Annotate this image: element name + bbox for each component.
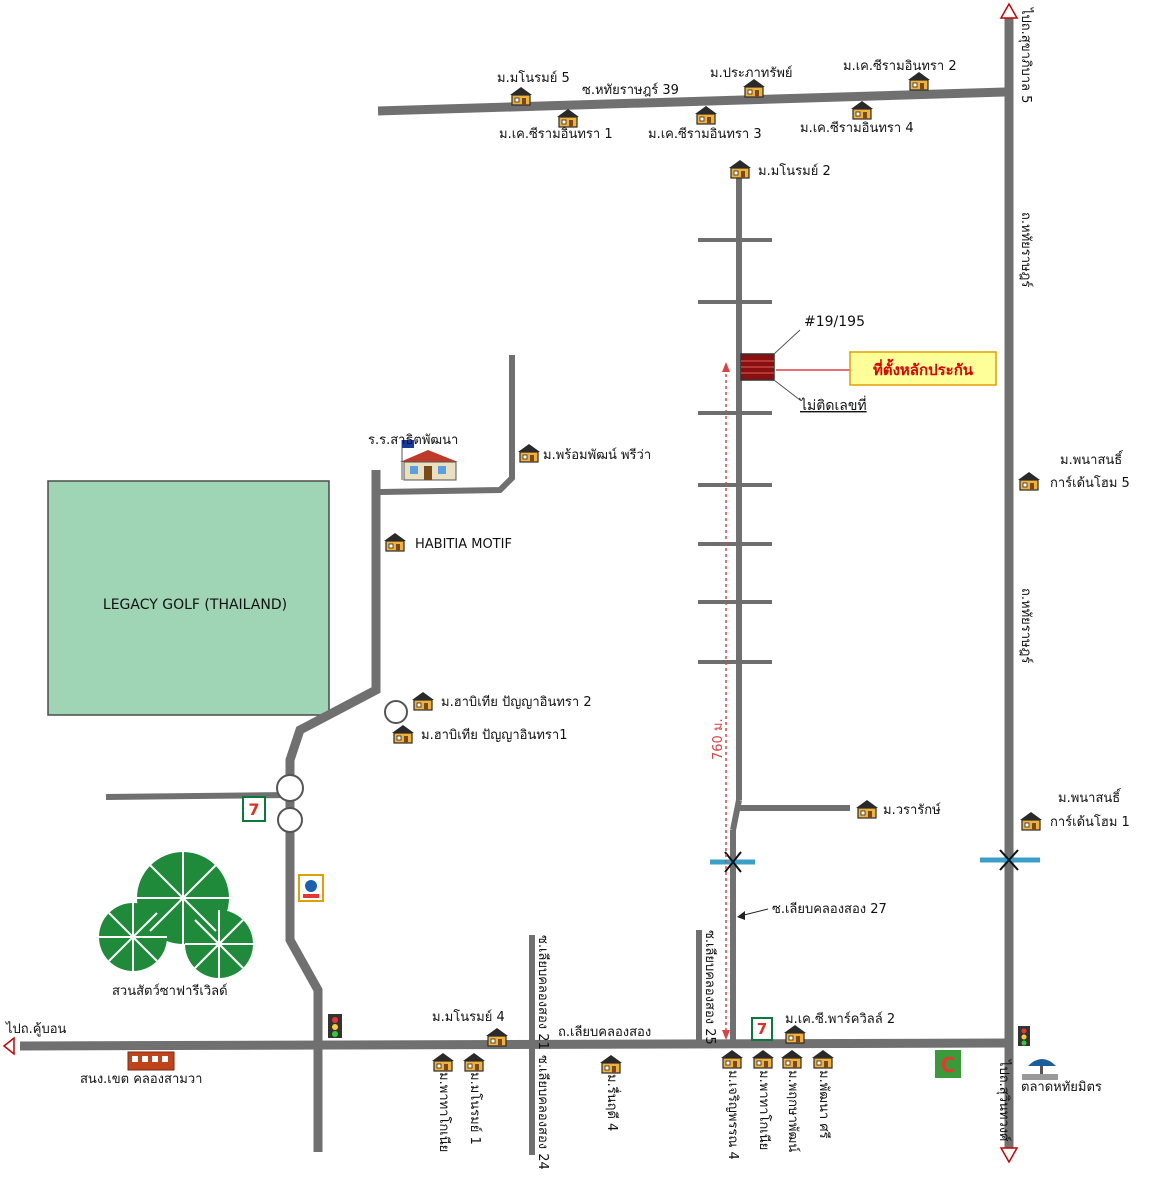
house-icon [431,1052,455,1072]
house-icon [411,691,435,711]
svg-text:7: 7 [757,1020,767,1038]
road-hathairat-bottom: ถ.หทัยราษฎร์ [1018,588,1034,663]
house-icon [509,86,533,106]
road-south-label: ถ.เลียบคลองสอง [558,1024,651,1040]
traffic-light-icon [1018,1026,1030,1046]
house-icon [383,532,407,552]
road-top-east-west [377,87,1006,116]
road-school [379,355,515,495]
place-panasin1-b: การ์เด้นโฮม 1 [1050,814,1130,830]
place-v-ruenrudee: ม.รื่นฤดี 4 [604,1074,621,1131]
road-liab-khlong-song [19,1038,1011,1051]
zoo-icon [99,852,253,978]
soi-27-side-streets [698,238,772,664]
house-icon [907,71,931,91]
place-kc3: ม.เค.ซีรามอินทรา 3 [648,126,762,142]
place-panasin5-b: การ์เด้นโฮม 5 [1050,475,1130,491]
parcel-number: #19/195 [804,314,865,330]
soi-hathai-39-label: ซ.หทัยราษฎร์ 39 [582,82,679,98]
place-kc2: ม.เค.ซีรามอินทรา 2 [843,58,957,74]
place-kc1: ม.เค.ซีรามอินทรา 1 [499,126,613,142]
district-office-icon [127,1051,175,1071]
place-prapat: ม.ประภาทรัพย์ [710,65,793,81]
big-c-icon: C [935,1050,961,1078]
place-habitia2: ม.ฮาบิเทีย ปัญญาอินทรา 2 [441,694,592,710]
place-wararak: ม.วรารักษ์ [883,802,941,818]
place-manorom4: ม.มโนรมย์ 4 [432,1009,505,1025]
place-district: สนง.เขต คลองสามวา [80,1072,202,1087]
house-icon [1017,471,1041,491]
place-kc4: ม.เค.ซีรามอินทรา 4 [800,120,914,136]
house-icon [1019,811,1043,831]
road-to-kubon: ไปถ.คู้บอน [5,1021,67,1037]
school-icon [400,440,458,481]
house-icon [783,1024,807,1044]
place-manorom2: ม.มโนรมย์ 2 [758,163,831,179]
road-to-suwinthawong: ไปถ.สุวินทวงศ์ [996,1059,1012,1142]
road-west-curve [285,470,381,1152]
callout-box [849,351,997,386]
place-prompat: ม.พร้อมพัฒน์ พรีว่า [543,447,651,463]
bridge-hathairat [980,849,1040,871]
soi-21-label: ซ.เลียบคลองสอง 21 [535,935,551,1050]
seven-eleven-icon: 7 [751,1017,773,1041]
place-panasin1-a: ม.พนาสนธิ์ [1058,788,1122,806]
house-icon [694,105,718,125]
place-v-pruksa: ม.พฤกษาพัฒน์ [785,1070,801,1152]
place-school: ร.ร.สาธิตพัฒนา [368,433,458,448]
house-icon [556,108,580,128]
road-to-sukhaphiban: ไปถ.สุขาภิบาล 5 [1018,7,1034,103]
house-icon [742,78,766,98]
arrow-south [999,1147,1019,1164]
arrow-west [2,1036,15,1056]
bridge-soi-27 [710,851,755,873]
house-icon [751,1049,775,1069]
callout-label: ที่ตั้งหลักประกัน [873,358,974,379]
parcel-unnumbered: ไม่ติดเลขที่ [799,396,867,414]
house-icon [850,100,874,120]
road-hathairat-top: ถ.หทัยราษฎร์ [1018,212,1034,287]
place-panasin5-a: ม.พนาสนธิ์ [1060,450,1124,468]
house-icon [391,724,415,744]
place-manorom5: ม.มโนรมย์ 5 [497,70,570,86]
traffic-light-icon [328,1014,342,1038]
golf-course [47,480,330,716]
roundabout-3 [277,807,303,833]
soi-24-label: ซ.เลียบคลองสอง 24 [535,1055,551,1170]
house-icon [811,1049,835,1069]
roundabout-2 [276,774,304,802]
place-market: ตลาดหทัยมิตร [1021,1080,1102,1095]
svg-text:C: C [941,1053,956,1077]
place-v-charoen: ม.เจริญพรรณ 4 [725,1070,740,1160]
place-zoo: สวนสัตว์ซาฟารีเวิลด์ [112,983,228,999]
house-icon [517,443,541,463]
arrow-north [999,2,1019,19]
house-icon [780,1049,804,1069]
house-icon [599,1054,623,1074]
place-v-pattanasri: ม.พัฒนา ศรี [816,1070,832,1139]
market-icon [1022,1059,1058,1080]
svg-text:7: 7 [248,800,259,819]
soi-25-label: ซ.เลียบคลองสอง 25 [702,930,718,1045]
house-icon [855,799,879,819]
place-v-manorom1: ม.มโนรมย์ 1 [467,1072,483,1145]
place-kc-park2: ม.เค.ซี.พาร์ควิลล์ 2 [785,1011,895,1027]
place-v-pattana: ม.พาทาโกเนีย [436,1072,452,1152]
soi-27-label: ซ.เลียบคลองสอง 27 [772,901,887,917]
golf-course-label: LEGACY GOLF (THAILAND) [103,597,287,613]
house-icon [728,159,752,179]
place-v-patago2: ม.พาทาโกเนีย [756,1070,772,1150]
seven-eleven-icon: 7 [242,796,266,822]
house-icon [485,1027,509,1047]
place-habitia1: ม.ฮาบิเทีย ปัญญาอินทรา1 [421,727,567,743]
house-icon [462,1052,486,1072]
roundabout-1 [384,700,408,724]
house-icon [720,1049,744,1069]
distance-label: 760 ม. [711,718,726,760]
place-habitia: HABITIA MOTIF [415,537,512,552]
road-west-branch [105,792,291,800]
gas-station-icon [298,874,324,902]
